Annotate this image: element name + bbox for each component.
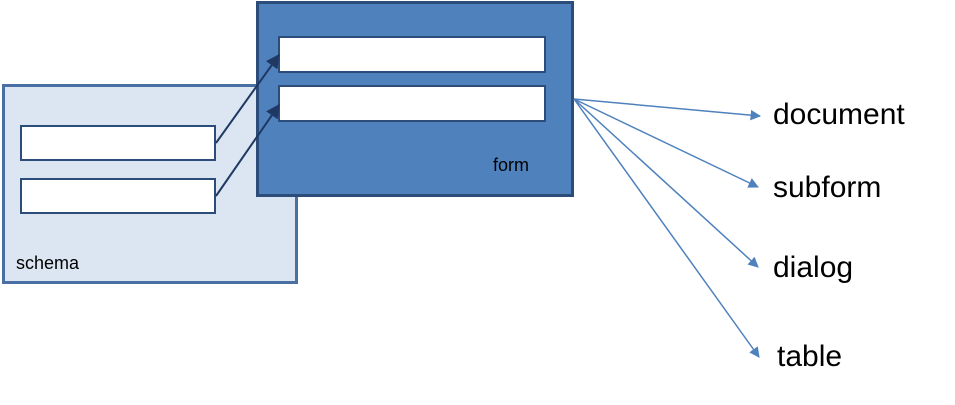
schema-to-form-arrow-2 [215,103,280,197]
schema-field-2 [20,178,216,214]
target-subform: subform [773,171,882,204]
form-to-dialog-arrow [573,98,759,268]
form-to-subform-arrow [573,98,759,188]
form-label: form [493,155,529,175]
form-field-2 [278,85,546,122]
schema-to-form-arrow-1 [215,53,280,144]
form-to-document-arrow [573,98,762,121]
schema-field-1 [20,125,216,161]
target-table: table [777,340,843,373]
target-dialog: dialog [773,251,854,284]
schema-label: schema [16,253,80,273]
target-document: document [773,98,905,131]
form-to-table-arrow [573,98,760,358]
form-field-1 [278,36,546,73]
